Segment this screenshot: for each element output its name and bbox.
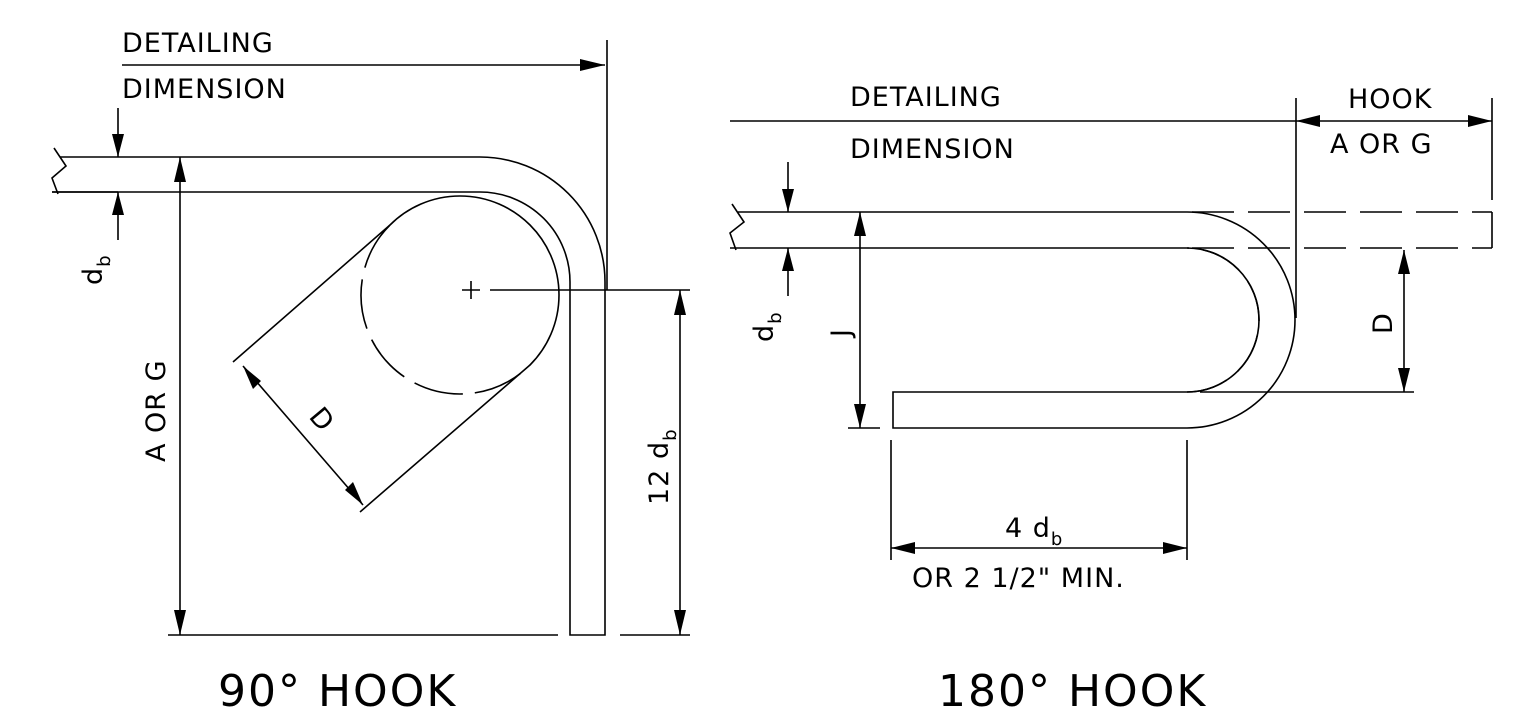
hook180-j-dimension: [848, 212, 880, 429]
hook180-hook-label-2: A OR G: [1330, 129, 1433, 160]
hook180-title: 180° HOOK: [938, 666, 1207, 716]
hook180-4db-dimension: [890, 440, 1188, 560]
hook90-d-dimension: [232, 224, 531, 513]
hook90-d-label: D: [303, 402, 341, 439]
hook180-4db-sub: b: [1051, 529, 1063, 550]
hook180-dashed-extension: [1186, 211, 1493, 393]
hook90-12db-main: 12 d: [644, 441, 675, 505]
hook90-a-or-g-dimension: [168, 157, 558, 636]
hook90-detailing-label-2: DIMENSION: [122, 74, 287, 105]
hook180-diagram: DETAILING DIMENSION HOOK A OR G db J D 4…: [729, 82, 1493, 716]
hook180-d-label: D: [1368, 312, 1399, 334]
hook180-j-label: J: [826, 328, 857, 339]
hook90-db-main: d: [78, 267, 109, 285]
hook180-d-dimension: [1200, 250, 1414, 393]
hook90-pin-circle: [360, 195, 560, 395]
hook180-hook-label-1: HOOK: [1348, 84, 1433, 115]
hook90-12db-sub: b: [660, 428, 681, 440]
hook180-db-label: db: [749, 311, 786, 342]
hook90-title: 90° HOOK: [218, 666, 457, 716]
hook90-db-sub: b: [94, 254, 115, 266]
hook180-hook-dimension: [1296, 98, 1493, 200]
hook90-bar: [51, 147, 606, 636]
hook90-db-label: db: [78, 254, 115, 285]
hook180-d-label-wrap: D: [1368, 312, 1399, 334]
hook90-12db-label: 12 db: [644, 428, 681, 505]
svg-text:12 db: 12 db: [644, 428, 681, 505]
hook90-detailing-label-1: DETAILING: [122, 28, 274, 59]
hook180-min-label: OR 2 1/2" MIN.: [912, 563, 1125, 594]
hook90-db-dimension: [52, 108, 124, 240]
hook180-db-main: d: [749, 324, 780, 342]
hook90-detailing-dimension: [122, 40, 608, 290]
hook90-d-label-wrap: D: [303, 402, 341, 439]
hook180-detailing-label-2: DIMENSION: [850, 134, 1015, 165]
hook90-diagram: DETAILING DIMENSION db A OR G D 12 db 90…: [51, 28, 690, 716]
svg-text:db: db: [749, 311, 786, 342]
hook180-detailing-label-1: DETAILING: [850, 82, 1002, 113]
hook90-12db-dimension: [490, 289, 690, 636]
hook90-a-or-g-label-wrap: A OR G: [141, 359, 172, 462]
hook180-bar: [729, 203, 1296, 429]
hook180-4db-label: 4 db: [1005, 513, 1063, 550]
hook180-detailing-dimension: [730, 98, 1297, 318]
hook180-4db-main: 4 d: [1005, 513, 1051, 544]
hook180-db-sub: b: [765, 311, 786, 323]
hook180-db-dimension: [782, 162, 794, 296]
hook180-j-label-wrap: J: [826, 328, 857, 339]
hook90-a-or-g-label: A OR G: [141, 359, 172, 462]
svg-text:db: db: [78, 254, 115, 285]
